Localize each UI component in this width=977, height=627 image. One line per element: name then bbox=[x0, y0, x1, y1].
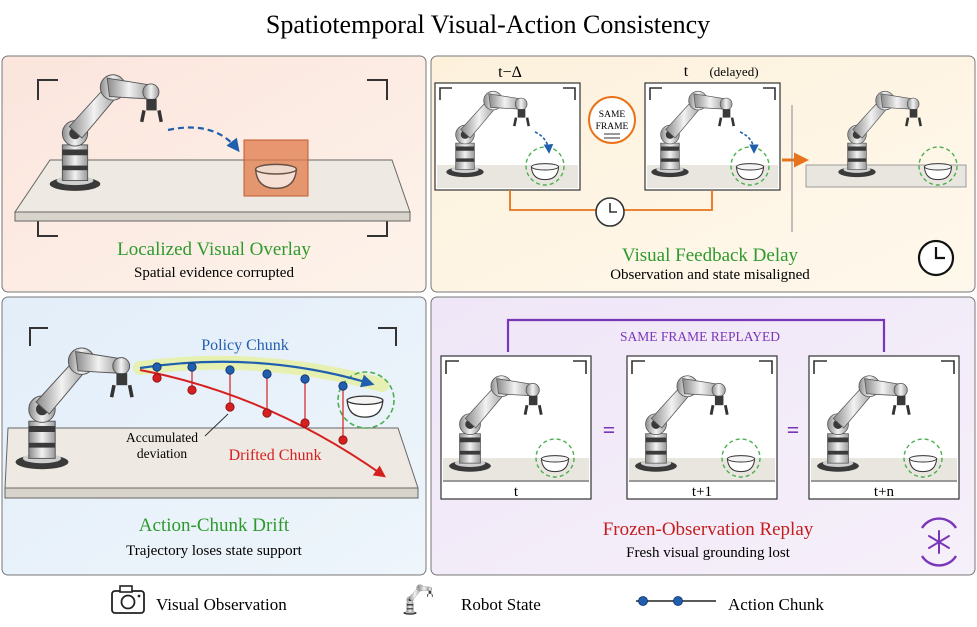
reach-arrow-past bbox=[534, 131, 554, 154]
bowl-occluded bbox=[254, 163, 298, 190]
policy-chunk-path bbox=[139, 360, 375, 388]
legend-action-chunk: Action Chunk bbox=[728, 595, 824, 614]
target-circle-past bbox=[525, 146, 565, 186]
label-deviation-line2: deviation bbox=[137, 446, 187, 461]
robot-state-icon bbox=[402, 584, 433, 616]
bowl-now bbox=[735, 163, 765, 181]
panel-replay-subtitle: Fresh visual grounding lost bbox=[626, 545, 791, 561]
deviation-pointer bbox=[204, 413, 229, 437]
panel-localized-visual-overlay: Localized Visual Overlay Spatial evidenc… bbox=[1, 55, 427, 293]
replay-frame-t-plus-1 bbox=[626, 355, 778, 500]
panel-action-chunk-drift: Policy Chunk Drifted Chunk Accumulated d… bbox=[1, 296, 427, 576]
replay-bracket bbox=[506, 318, 886, 352]
replay-frame-label-t-plus-1: t+1 bbox=[692, 484, 712, 500]
equals-sign-1: = bbox=[603, 417, 616, 442]
label-delayed: (delayed) bbox=[709, 64, 758, 79]
same-frame-badge bbox=[588, 96, 636, 144]
reach-arrow-now bbox=[739, 131, 759, 154]
legend: Visual Observation Robot State Action Ch… bbox=[111, 584, 824, 616]
target-circle-current bbox=[918, 146, 958, 186]
table-edge-drift bbox=[4, 487, 419, 499]
drifted-chunk-points bbox=[152, 373, 348, 445]
reach-arrow bbox=[167, 126, 240, 153]
equals-sign-2: = bbox=[787, 417, 800, 442]
bowl-current bbox=[923, 163, 953, 181]
figure-title: Spatiotemporal Visual-Action Consistency bbox=[266, 10, 710, 39]
same-frame-badge-line1: SAME bbox=[599, 110, 626, 120]
target-circle-drift bbox=[337, 371, 395, 429]
replay-frame-t-plus-n bbox=[808, 355, 960, 500]
action-chunk-legend-icon bbox=[636, 596, 716, 606]
replay-frame-label-t-plus-n: t+n bbox=[874, 484, 895, 500]
same-frame-badge-line2: FRAME bbox=[596, 122, 629, 132]
panel-visual-feedback-delay: t−Δ SAME FRAME t (delayed) bbox=[430, 55, 976, 293]
panel-overlay-subtitle: Spatial evidence corrupted bbox=[134, 265, 294, 281]
panel-drift-subtitle: Trajectory loses state support bbox=[126, 543, 303, 559]
camera-icon bbox=[111, 585, 145, 614]
deviation-lines bbox=[156, 368, 344, 440]
bowl-past bbox=[530, 163, 560, 181]
panel-overlay-title: Localized Visual Overlay bbox=[117, 239, 311, 260]
clock-icon bbox=[595, 197, 625, 227]
label-t-minus-delta: t−Δ bbox=[498, 64, 522, 81]
replay-frame-t bbox=[440, 355, 592, 500]
legend-robot-state: Robot State bbox=[461, 595, 541, 614]
panel-delay-subtitle: Observation and state misaligned bbox=[610, 267, 810, 283]
clock-corner-icon bbox=[917, 239, 955, 277]
bowl-drift bbox=[346, 395, 384, 418]
label-policy-chunk: Policy Chunk bbox=[201, 337, 289, 354]
panel-delay-title: Visual Feedback Delay bbox=[622, 245, 799, 266]
policy-chunk-points bbox=[152, 362, 348, 391]
replay-frame-label-t: t bbox=[514, 484, 519, 500]
frozen-snowflake-icon bbox=[920, 517, 958, 567]
legend-visual-observation: Visual Observation bbox=[156, 595, 287, 614]
replay-banner: SAME FRAME REPLAYED bbox=[620, 329, 780, 344]
label-deviation-line1: Accumulated bbox=[126, 430, 198, 445]
panel-frozen-observation-replay: SAME FRAME REPLAYED t = t+1 = bbox=[430, 296, 976, 576]
label-t: t bbox=[684, 63, 689, 80]
panel-replay-title: Frozen-Observation Replay bbox=[603, 519, 814, 540]
table-edge bbox=[14, 211, 411, 222]
label-drifted-chunk: Drifted Chunk bbox=[229, 447, 322, 464]
panel-drift-title: Action-Chunk Drift bbox=[139, 515, 290, 536]
target-circle-now bbox=[730, 146, 770, 186]
camera-frame-corners bbox=[37, 79, 388, 237]
equals-mark bbox=[604, 133, 620, 139]
